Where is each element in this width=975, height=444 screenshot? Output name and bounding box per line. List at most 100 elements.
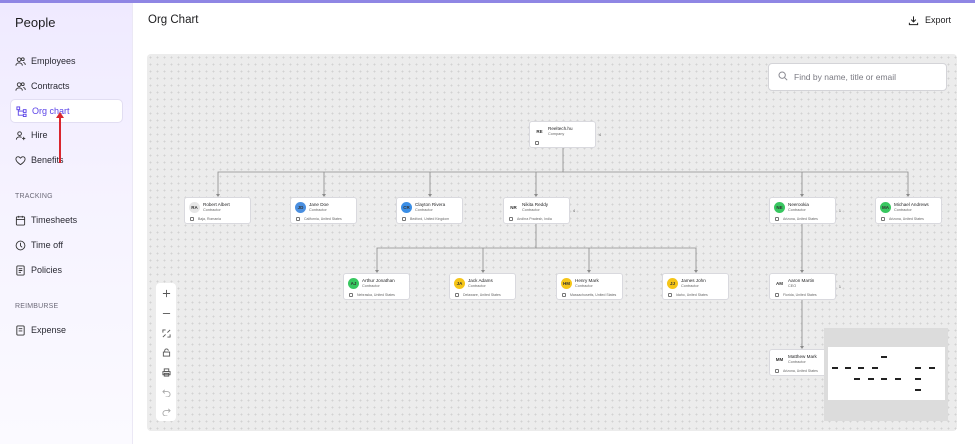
- sidebar-item-hire[interactable]: Hire: [10, 123, 123, 147]
- node-report-count: 4: [598, 133, 601, 137]
- org-node-company[interactable]: RE Reeltech.hu Company 4: [529, 121, 601, 148]
- minimap-node: [832, 367, 838, 369]
- avatar: HM: [561, 278, 572, 289]
- node-location: Arizona, United States: [881, 216, 924, 221]
- org-node[interactable]: JJ James John Contractor Idaho, United S…: [662, 273, 729, 300]
- heart-icon: [15, 155, 26, 166]
- avatar: NR: [508, 202, 519, 213]
- node-name: Jack Adams: [468, 278, 493, 283]
- node-name: Henry Mark: [575, 278, 599, 283]
- sidebar-item-label: Contracts: [31, 81, 70, 91]
- minimap-node: [845, 367, 851, 369]
- minimap-node: [915, 389, 921, 391]
- section-label-reimburse: REIMBURSE: [15, 303, 59, 310]
- node-location: Arizona, United States: [775, 368, 818, 373]
- building-icon: [775, 216, 779, 221]
- export-label: Export: [925, 15, 952, 25]
- fit-view-icon[interactable]: [159, 326, 173, 340]
- org-node[interactable]: JA Jack Adams Contractor Delaware, Unite…: [449, 273, 516, 300]
- node-role: Contractor: [788, 359, 806, 364]
- avatar: AJ: [348, 278, 359, 289]
- node-location: Nebraska, United States: [349, 292, 395, 297]
- lock-icon[interactable]: [159, 345, 173, 359]
- node-location: California, United States: [296, 216, 342, 221]
- minimap-node: [915, 367, 921, 369]
- sidebar-item-org-chart[interactable]: Org chart: [10, 99, 123, 123]
- zoom-in-icon[interactable]: [159, 286, 173, 300]
- org-node[interactable]: NE Neerookia Contractor Arizona, United …: [769, 197, 841, 224]
- node-location: Delaware, United States: [455, 292, 501, 297]
- node-location: Massachusetts, United States: [562, 292, 616, 297]
- node-name: Nikita Reddy: [522, 202, 549, 207]
- org-node[interactable]: RA Robert Albert Contractor Baja, Romani…: [184, 197, 251, 224]
- node-role: Contractor: [575, 283, 593, 288]
- node-role: Contractor: [309, 207, 327, 212]
- sidebar-item-policies[interactable]: Policies: [10, 258, 123, 282]
- print-icon[interactable]: [159, 365, 173, 379]
- search-icon: [778, 68, 788, 86]
- annotation-arrow-head: [55, 112, 64, 118]
- org-node[interactable]: MA Michael Andrews Contractor Arizona, U…: [875, 197, 942, 224]
- node-role: Contractor: [203, 207, 221, 212]
- avatar: JA: [454, 278, 465, 289]
- node-role: Contractor: [788, 207, 806, 212]
- building-icon: [402, 216, 406, 221]
- minimap-node: [881, 356, 887, 358]
- sidebar-item-label: Timesheets: [31, 215, 78, 225]
- expense-icon: [15, 324, 26, 336]
- org-node[interactable]: AJ Arthur Jonathan Contractor Nebraska, …: [343, 273, 410, 300]
- sidebar-item-contracts[interactable]: Contracts: [10, 74, 123, 98]
- sidebar-item-label: Policies: [31, 265, 63, 275]
- org-node[interactable]: NR Nikita Reddy Contractor Andhra Prades…: [503, 197, 575, 224]
- undo-icon[interactable]: [159, 385, 173, 399]
- org-node[interactable]: HM Henry Mark Contractor Massachusetts, …: [556, 273, 623, 300]
- org-node[interactable]: CR Clayton Rivera Contractor Bedford, Un…: [396, 197, 463, 224]
- zoom-out-icon[interactable]: [159, 306, 173, 320]
- node-name: Clayton Rivera: [415, 202, 446, 207]
- search-box[interactable]: [768, 63, 947, 91]
- node-location: Andhra Pradesh, India: [509, 216, 552, 221]
- org-node[interactable]: JD Jane Doe Contractor California, Unite…: [290, 197, 357, 224]
- node-role: CEO: [788, 283, 797, 288]
- node-role: Contractor: [522, 207, 540, 212]
- sidebar-item-time-off[interactable]: Time off: [10, 233, 123, 257]
- node-name: James John: [681, 278, 706, 283]
- sidebar-item-employees[interactable]: Employees: [10, 49, 123, 73]
- section-label-tracking: TRACKING: [15, 193, 53, 200]
- top-accent-bar: [0, 0, 975, 3]
- avatar: NE: [774, 202, 785, 213]
- org-node[interactable]: AM Aaron Martin CEO Florida, United Stat…: [769, 273, 841, 300]
- sidebar-item-label: Employees: [31, 56, 76, 66]
- app-title: People: [15, 15, 56, 30]
- node-location: Bedford, United Kingdom: [402, 216, 449, 221]
- avatar: AM: [774, 278, 785, 289]
- sidebar-item-benefits[interactable]: Benefits: [10, 148, 123, 172]
- sidebar-item-label: Hire: [31, 130, 48, 140]
- building-icon: [190, 216, 194, 221]
- node-report-count: 1: [838, 285, 841, 289]
- minimap[interactable]: [824, 328, 948, 421]
- node-role: Contractor: [415, 207, 433, 212]
- node-location: Idaho, United States: [668, 292, 708, 297]
- avatar: JJ: [667, 278, 678, 289]
- avatar: CR: [401, 202, 412, 213]
- sidebar-item-label: Org chart: [32, 106, 70, 116]
- node-role: Contractor: [468, 283, 486, 288]
- node-report-count: 1: [838, 209, 841, 213]
- building-icon: [509, 216, 513, 221]
- sidebar-item-expense[interactable]: Expense: [10, 318, 123, 342]
- search-input[interactable]: [794, 72, 944, 82]
- timesheet-icon: [15, 215, 26, 226]
- node-name: Michael Andrews: [894, 202, 929, 207]
- sidebar-item-label: Benefits: [31, 155, 64, 165]
- building-icon: [535, 140, 539, 145]
- node-role: Contractor: [362, 283, 380, 288]
- org-chart-canvas[interactable]: RE Reeltech.hu Company 4 RA Robert Alber…: [147, 54, 957, 431]
- node-role: Contractor: [894, 207, 912, 212]
- export-button[interactable]: Export: [908, 11, 951, 29]
- sidebar-item-timesheets[interactable]: Timesheets: [10, 208, 123, 232]
- sidebar-item-label: Expense: [31, 325, 67, 335]
- node-location: Florida, United States: [775, 292, 817, 297]
- redo-icon[interactable]: [159, 404, 173, 418]
- node-role: Contractor: [681, 283, 699, 288]
